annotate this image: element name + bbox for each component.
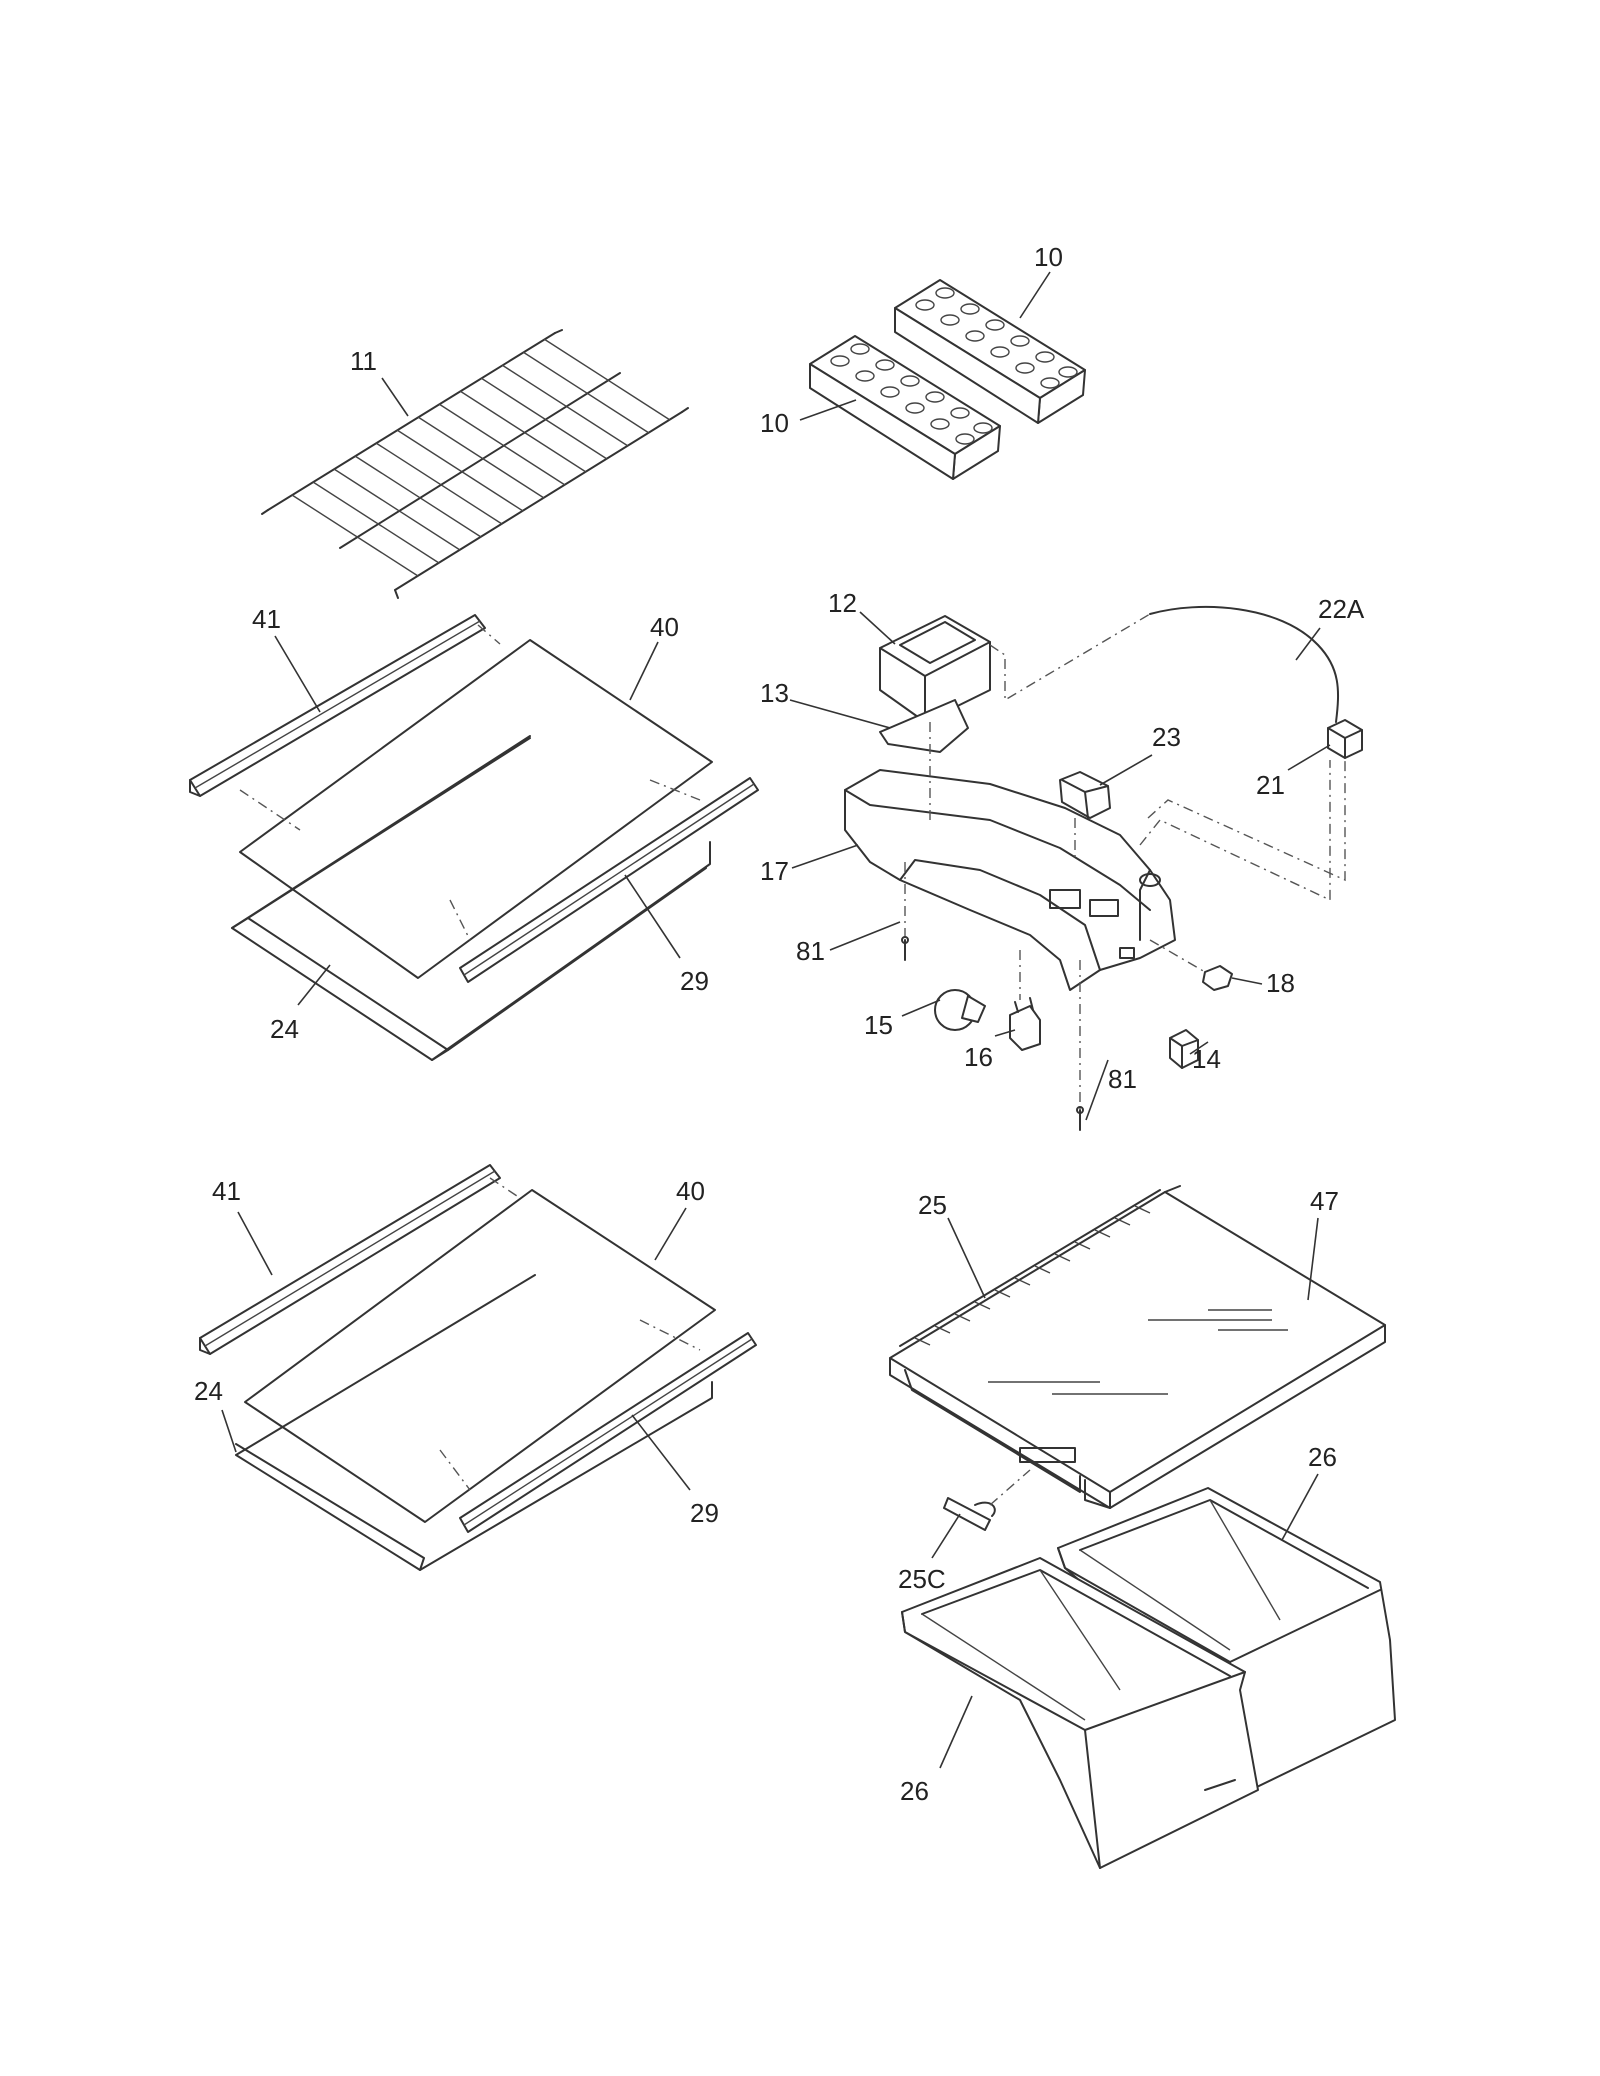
leader-24-bottom	[221, 1409, 237, 1453]
leader-10-bottom	[799, 399, 857, 421]
leader-12	[859, 611, 896, 645]
crisper-drawer-front	[901, 1557, 1259, 1869]
ice-tray-front	[809, 335, 1001, 480]
callout-81-right: 81	[1108, 1064, 1137, 1094]
leader-21	[1287, 744, 1331, 771]
leader-24-top	[297, 964, 331, 1006]
callout-14: 14	[1192, 1044, 1221, 1074]
ice-tray-back	[894, 279, 1086, 424]
callout-12: 12	[828, 588, 857, 618]
callout-26-top: 26	[1308, 1442, 1337, 1472]
callout-40-top: 40	[650, 612, 679, 642]
callout-18: 18	[1266, 968, 1295, 998]
leader-26-top	[1281, 1473, 1319, 1541]
leader-25c	[931, 1513, 961, 1559]
callout-17: 17	[760, 856, 789, 886]
crisper-cover	[889, 1185, 1386, 1509]
callout-24-top: 24	[270, 1014, 299, 1044]
leader-81-right	[1085, 1059, 1109, 1121]
leader-26-bottom	[939, 1695, 973, 1769]
leader-81-left	[829, 921, 901, 951]
wire-shelf	[261, 329, 689, 599]
leader-47	[1307, 1217, 1319, 1301]
leader-22a	[1295, 627, 1321, 661]
callout-40-bottom: 40	[676, 1176, 705, 1206]
callout-25c: 25C	[898, 1564, 946, 1594]
callout-21: 21	[1256, 770, 1285, 800]
leader-16	[994, 1029, 1016, 1037]
callout-25: 25	[918, 1190, 947, 1220]
callout-81-left: 81	[796, 936, 825, 966]
callout-29-bottom: 29	[690, 1498, 719, 1528]
leader-25	[947, 1217, 986, 1299]
callout-23: 23	[1152, 722, 1181, 752]
leader-10-top	[1019, 271, 1051, 319]
leader-29-bottom	[631, 1414, 691, 1491]
callout-41-bottom: 41	[212, 1176, 241, 1206]
dispenser-housing	[844, 605, 1363, 1131]
crisper-cover-clip	[943, 1469, 1031, 1531]
lower-shelf-assembly	[199, 1164, 757, 1571]
callout-15: 15	[864, 1010, 893, 1040]
leader-40-top	[629, 641, 659, 701]
callout-22a: 22A	[1318, 594, 1365, 624]
leader-29-top	[624, 874, 681, 959]
leader-18	[1231, 977, 1263, 985]
callout-41-top: 41	[252, 604, 281, 634]
callout-29-top: 29	[680, 966, 709, 996]
callout-26-bottom: 26	[900, 1776, 929, 1806]
callout-10-top: 10	[1034, 242, 1063, 272]
leader-41-top	[274, 635, 321, 713]
leader-23	[1099, 754, 1153, 786]
leader-15	[901, 999, 941, 1017]
upper-shelf-assembly	[189, 614, 759, 1061]
callout-16: 16	[964, 1042, 993, 1072]
callout-24-bottom: 24	[194, 1376, 223, 1406]
callout-10-bottom: 10	[760, 408, 789, 438]
callout-13: 13	[760, 678, 789, 708]
leader-17	[791, 844, 859, 869]
leader-11	[381, 377, 409, 417]
leader-14	[1189, 1041, 1209, 1055]
callout-47: 47	[1310, 1186, 1339, 1216]
callout-11: 11	[350, 346, 377, 376]
leader-41-bottom	[237, 1211, 273, 1276]
leader-13	[789, 699, 891, 729]
leader-40-bottom	[654, 1207, 687, 1261]
